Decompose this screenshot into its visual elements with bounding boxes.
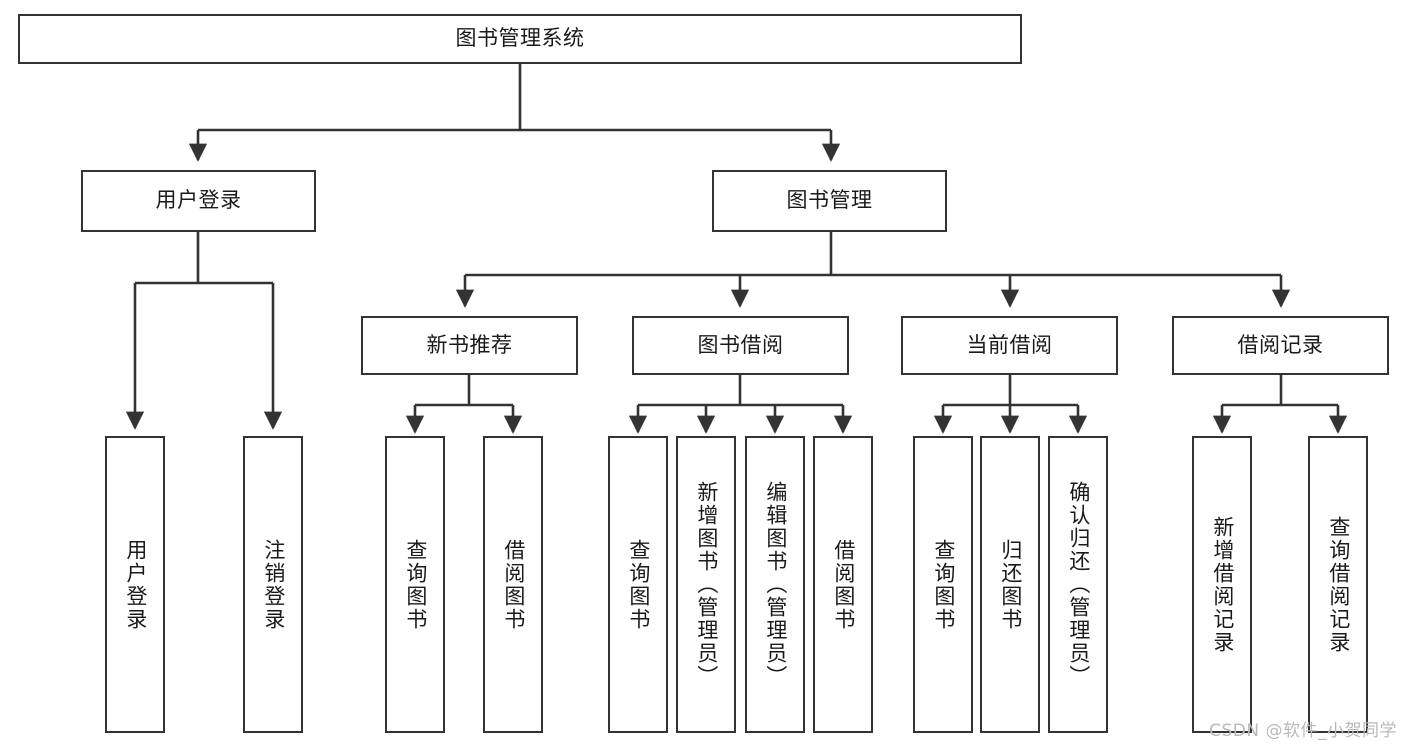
leaf-label: 查询借阅记录 <box>1326 515 1351 654</box>
node-root-system[interactable]: 图书管理系统 <box>18 14 1022 64</box>
leaf-label: 注销登录 <box>261 538 286 631</box>
leaf-label: 编辑图书（管理员） <box>763 481 788 688</box>
leaf-label: 借阅图书 <box>831 538 856 631</box>
leaf-user-login-login[interactable]: 用户登录 <box>105 436 165 733</box>
leaf-label: 确认归还（管理员） <box>1066 481 1091 688</box>
leaf-label: 新增借阅记录 <box>1210 515 1235 654</box>
watermark-csdn: CSDN @软件_小贺同学 <box>1209 721 1397 741</box>
leaf-label: 用户登录 <box>123 538 148 631</box>
leaf-book-borrow-edit-book-admin[interactable]: 编辑图书（管理员） <box>745 436 805 733</box>
leaf-user-login-logout[interactable]: 注销登录 <box>243 436 303 733</box>
leaf-label: 借阅图书 <box>501 538 526 631</box>
leaf-label: 查询图书 <box>626 538 651 631</box>
node-user-login[interactable]: 用户登录 <box>81 170 316 232</box>
node-borrow-record[interactable]: 借阅记录 <box>1172 316 1389 375</box>
node-new-book-recommend[interactable]: 新书推荐 <box>361 316 578 375</box>
leaf-current-borrow-query-book[interactable]: 查询图书 <box>913 436 973 733</box>
node-book-borrow[interactable]: 图书借阅 <box>632 316 849 375</box>
leaf-borrow-record-query-record[interactable]: 查询借阅记录 <box>1308 436 1368 733</box>
leaf-new-book-query-book[interactable]: 查询图书 <box>385 436 445 733</box>
leaf-book-borrow-query-book[interactable]: 查询图书 <box>608 436 668 733</box>
leaf-current-borrow-confirm-return-admin[interactable]: 确认归还（管理员） <box>1048 436 1108 733</box>
leaf-book-borrow-add-book-admin[interactable]: 新增图书（管理员） <box>676 436 736 733</box>
leaf-label: 查询图书 <box>931 538 956 631</box>
node-current-borrow[interactable]: 当前借阅 <box>901 316 1118 375</box>
leaf-borrow-record-add-record[interactable]: 新增借阅记录 <box>1192 436 1252 733</box>
leaf-label: 查询图书 <box>403 538 428 631</box>
leaf-new-book-borrow-book[interactable]: 借阅图书 <box>483 436 543 733</box>
node-book-management[interactable]: 图书管理 <box>712 170 947 232</box>
leaf-current-borrow-return-book[interactable]: 归还图书 <box>980 436 1040 733</box>
leaf-label: 归还图书 <box>998 538 1023 631</box>
leaf-book-borrow-borrow-book[interactable]: 借阅图书 <box>813 436 873 733</box>
leaf-label: 新增图书（管理员） <box>694 481 719 688</box>
